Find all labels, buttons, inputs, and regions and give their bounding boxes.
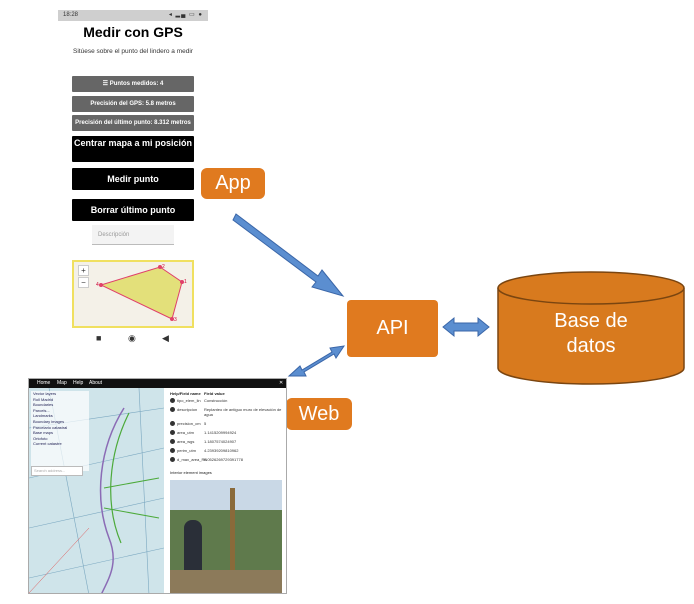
app-label: App [201, 168, 265, 199]
field-name-header: Help/Field name [170, 391, 201, 396]
layer-item[interactable]: Parcels... [33, 407, 50, 413]
parcel-lines [29, 388, 164, 593]
table-row: tipo_elem_lin Construcción [170, 398, 286, 406]
info-icon [170, 421, 175, 426]
list-icon: ☰ [102, 81, 110, 87]
field-name: descripcion [177, 407, 198, 412]
mobile-app-screenshot: 18:28 ◂ ▂▄ ▭ ● Medir con GPS Sitúese sob… [58, 10, 208, 348]
api-web-arrow [287, 345, 346, 377]
table-row: descripcion Replanteo de antiguo muro de… [170, 407, 286, 419]
field-value: Construcción [204, 398, 228, 403]
info-icon [170, 430, 175, 435]
menu-home[interactable]: Home [37, 380, 51, 386]
status-time: 18:28 [63, 12, 79, 18]
photo-pole [230, 488, 235, 593]
zoom-out-button[interactable]: − [78, 277, 89, 288]
map-point-label: 4 [96, 282, 99, 288]
database-label-line2: datos [566, 335, 616, 357]
database-cylinder [497, 271, 685, 385]
android-nav-bar: ■ ◉ ◀ [58, 330, 208, 348]
map-point-label: 1 [184, 279, 187, 285]
api-box: API [347, 300, 438, 357]
table-row: area_utm 1.1415209994924 [170, 430, 286, 438]
field-value: 4.23939209810962 [204, 448, 239, 453]
field-value-header: Field value [204, 391, 225, 396]
close-icon[interactable]: ✕ [279, 380, 284, 386]
web-app-screenshot: Home Map Help About ✕ Vector layers Roll… [28, 378, 287, 594]
info-icon [170, 448, 175, 453]
field-value: 1.1415209994924 [204, 430, 237, 435]
photo-person [184, 520, 202, 580]
points-measured-label: Puntos medidos: 4 [109, 81, 164, 87]
layer-item[interactable]: Boundaries [33, 402, 54, 408]
table-row: precision_cm 5 [170, 421, 286, 429]
recents-icon[interactable]: ■ [96, 333, 102, 343]
status-icons: ◂ ▂▄ ▭ ● [168, 12, 203, 18]
map-preview[interactable]: 4 2 1 3 + − [72, 260, 194, 328]
layer-item[interactable]: Ortofoto [33, 435, 48, 441]
field-name: tipo_elem_lin [177, 398, 201, 403]
app-subtitle: Sitúese sobre el punto del lindero a med… [73, 48, 193, 55]
status-bar: 18:28 ◂ ▂▄ ▭ ● [58, 10, 208, 21]
description-input[interactable]: Descripción [92, 225, 174, 245]
web-label: Web [286, 398, 352, 430]
last-point-precision-badge: Precisión del último punto: 8.312 metros [72, 115, 194, 131]
app-to-api-arrow [232, 213, 345, 297]
field-name: precision_cm [177, 421, 201, 426]
info-icon [170, 398, 175, 403]
field-name: perim_utm [177, 448, 196, 453]
field-value: 0.0526269729391778 [204, 457, 243, 462]
layer-item[interactable]: Vector layers [33, 391, 57, 396]
feature-info-panel: Help/Field name Field value tipo_elem_li… [166, 388, 286, 593]
address-search-input[interactable]: Search address... [31, 466, 83, 476]
map-point-label: 2 [162, 264, 165, 270]
map-point-label: 3 [174, 317, 177, 323]
layer-item[interactable]: Parcelario catastral [33, 424, 68, 430]
field-name: area_wgs [177, 439, 195, 444]
layer-item[interactable]: Boundary images [33, 418, 65, 424]
info-icon [170, 407, 175, 412]
table-row: perim_utm 4.23939209810962 [170, 448, 286, 456]
layer-item[interactable]: Roll Madrid [33, 396, 54, 402]
table-row: area_wgs 1.1807574024907 [170, 439, 286, 447]
field-name: d_max_area_RN [177, 457, 208, 462]
field-value: 1.1807574024907 [204, 439, 237, 444]
home-icon[interactable]: ◉ [128, 333, 136, 343]
points-measured-button[interactable]: ☰ Puntos medidos: 4 [72, 76, 194, 92]
layer-item[interactable]: Current catastre [33, 441, 62, 447]
gps-precision-badge: Precisión del GPS: 5.8 metros [72, 96, 194, 112]
info-icon [170, 439, 175, 444]
zoom-in-button[interactable]: + [78, 265, 89, 276]
field-value: Replanteo de antiguo muro de elevación d… [204, 407, 282, 417]
element-photo [170, 480, 282, 593]
photo-ground [170, 570, 282, 593]
table-row: d_max_area_RN 0.0526269729391778 [170, 457, 286, 465]
api-db-arrow [442, 316, 490, 338]
layer-item[interactable]: Landmarks [33, 413, 53, 419]
menu-help[interactable]: Help [73, 380, 84, 386]
info-icon [170, 457, 175, 462]
layer-tree[interactable]: Vector layers Roll Madrid Boundaries Par… [31, 391, 89, 471]
web-map-view[interactable]: Vector layers Roll Madrid Boundaries Par… [29, 388, 164, 593]
menu-about[interactable]: About [89, 380, 103, 386]
menu-map[interactable]: Map [57, 380, 67, 386]
database-label-line1: Base de [554, 310, 628, 332]
back-icon[interactable]: ◀ [162, 333, 169, 343]
layer-item[interactable]: Base maps [33, 430, 54, 436]
app-title: Medir con GPS [83, 24, 183, 40]
field-name: area_utm [177, 430, 194, 435]
database-label: Base de datos [498, 309, 684, 359]
web-menu-bar: Home Map Help About ✕ [29, 379, 286, 388]
images-section-header[interactable]: Interior element images [170, 470, 212, 475]
center-map-button[interactable]: Centrar mapa a mi posición [72, 136, 194, 162]
field-value: 5 [204, 421, 207, 426]
delete-last-point-button[interactable]: Borrar último punto [72, 199, 194, 221]
measure-point-button[interactable]: Medir punto [72, 168, 194, 190]
measured-polygon [99, 265, 184, 321]
